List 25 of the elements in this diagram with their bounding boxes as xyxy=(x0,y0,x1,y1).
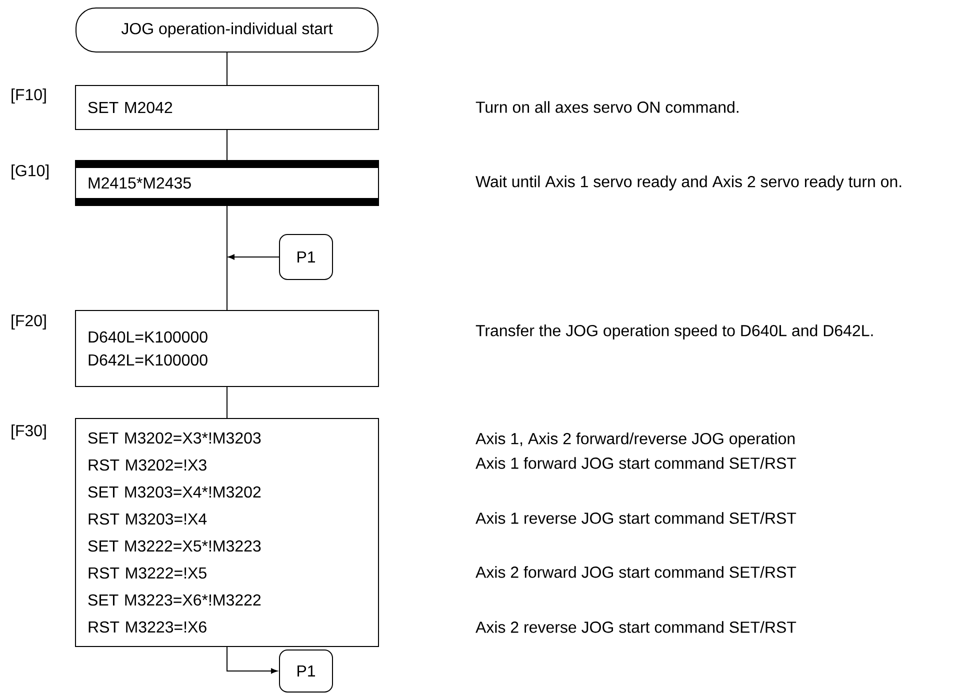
process-box: D640L=K100000 D642L=K100000 xyxy=(75,310,379,387)
arrow xyxy=(228,254,280,260)
comment-text: Axis 1 reverse JOG start command SET/RST xyxy=(476,512,796,524)
step-label: [F10] xyxy=(12,88,46,104)
flow-line xyxy=(226,130,228,160)
step-label: [F30] xyxy=(12,424,46,440)
comment-text: Axis 2 reverse JOG start command SET/RST xyxy=(476,621,796,633)
process-box: SET M3202=X3*!M3203 RST M3202=!X3 SET M3203=X4*!M3202 RST M3203=!X4 SET M3222=X5*!M3223 RST M3222=!X5 SET M3223=X6*!M3222 RST M3223=!X6 xyxy=(75,418,379,647)
terminal-box: JOG operation-individual start xyxy=(76,8,378,52)
wait-box: M2415*M2435 xyxy=(75,160,379,206)
flow-line xyxy=(226,386,228,418)
comment-text: Transfer the JOG operation speed to D640L and D642L. xyxy=(476,324,873,340)
flow-line xyxy=(226,206,228,310)
comment-text: Axis 1, Axis 2 forward/reverse JOG operation xyxy=(476,432,795,448)
connector-box: P1 xyxy=(279,234,333,280)
step-label: [F20] xyxy=(12,314,46,330)
comment-text: Wait until Axis 1 servo ready and Axis 2 servo ready turn on. xyxy=(476,176,902,190)
connector-box: P1 xyxy=(279,650,333,692)
comment-text: Turn on all axes servo ON command. xyxy=(476,101,738,113)
flow-line xyxy=(226,52,228,86)
process-box: SET M2042 xyxy=(75,85,379,130)
arrow xyxy=(226,646,278,674)
step-label: [G10] xyxy=(12,164,48,180)
comment-text: Axis 2 forward JOG start command SET/RST xyxy=(476,566,796,578)
comment-text: Axis 1 forward JOG start command SET/RST xyxy=(476,457,796,469)
